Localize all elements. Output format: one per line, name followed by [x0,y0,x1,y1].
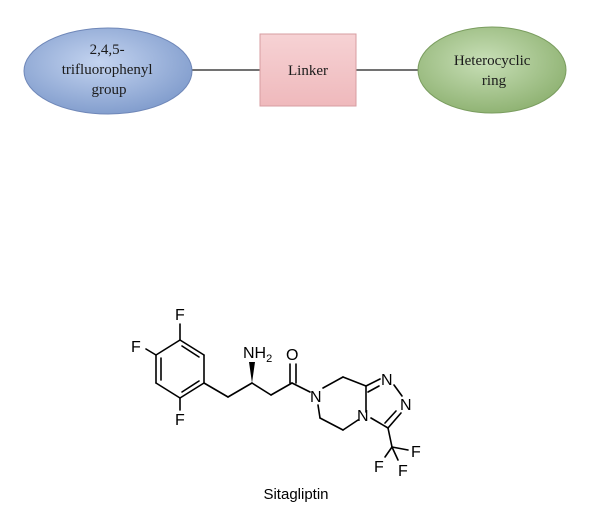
wedge-bond-nh2 [249,362,255,383]
trifluorophenyl-line-1: 2,4,5- [90,42,125,58]
atom-cf3-f2: F [411,444,421,461]
bond-cf3-f1 [384,446,393,458]
atom-f-left: F [131,339,141,356]
bond-pip-6 [317,404,321,419]
atom-cf3-f1: F [374,459,384,476]
pharmacophore-diagram: 2,4,5- trifluorophenyl group Linker Hete… [23,26,567,115]
atom-o: O [286,347,298,364]
bond-pip-2 [342,376,367,387]
bond-tri-1b [367,385,380,393]
atom-f-bottom: F [175,412,185,429]
bond-tri-1 [365,378,381,387]
heterocyclic-node [417,26,567,114]
bond-pip-5 [319,417,344,431]
atom-cf3-f3: F [398,463,408,480]
bond-cf3-f2 [391,446,409,451]
bond-tri-3b [384,410,397,424]
atom-n-ring: N [357,408,369,425]
atom-n-piperazine: N [310,389,322,406]
bond-ch2-chiral [227,382,253,398]
linker-label: Linker [288,63,328,79]
trifluorophenyl-line-3: group [92,82,127,98]
bond-cf3 [387,427,393,448]
bond-chiral-ch2 [251,382,272,396]
bond-cf3-f3 [391,446,399,461]
bond-pip-1 [322,376,344,389]
atom-nh2: NH2 [243,345,272,365]
bond-pip-4 [342,419,359,431]
sitagliptin-structure: F F F NH2 O N N N N F F F [131,307,421,480]
atom-f-top: F [175,307,185,324]
svg-text:2,4,5- trifluorophenyl: 2,4,5- trifluorophenyl group [62,42,157,98]
bond-tri-2 [393,384,403,397]
bond-ch2-carbonyl [270,382,293,396]
svg-text:Heterocyclic ring: Heterocyclic ring [454,53,534,89]
bond-f-left [145,348,157,356]
trifluorophenyl-node [23,27,193,115]
bond-carbonyl-n [291,382,311,393]
molecule-name: Sitagliptin [263,486,329,503]
bond-tri-4 [370,417,389,429]
heterocyclic-line-2: ring [482,73,507,89]
bond-benzyl [203,382,229,398]
svg-text:Linker: Linker [288,63,328,79]
atom-n-triazole-1: N [381,372,393,389]
atom-n-triazole-2: N [400,397,412,414]
bond-tri-3 [387,412,402,429]
benzene-ring [155,339,205,399]
heterocyclic-line-1: Heterocyclic [454,53,531,69]
trifluorophenyl-line-2: trifluorophenyl [62,62,153,78]
linker-node [259,33,357,107]
